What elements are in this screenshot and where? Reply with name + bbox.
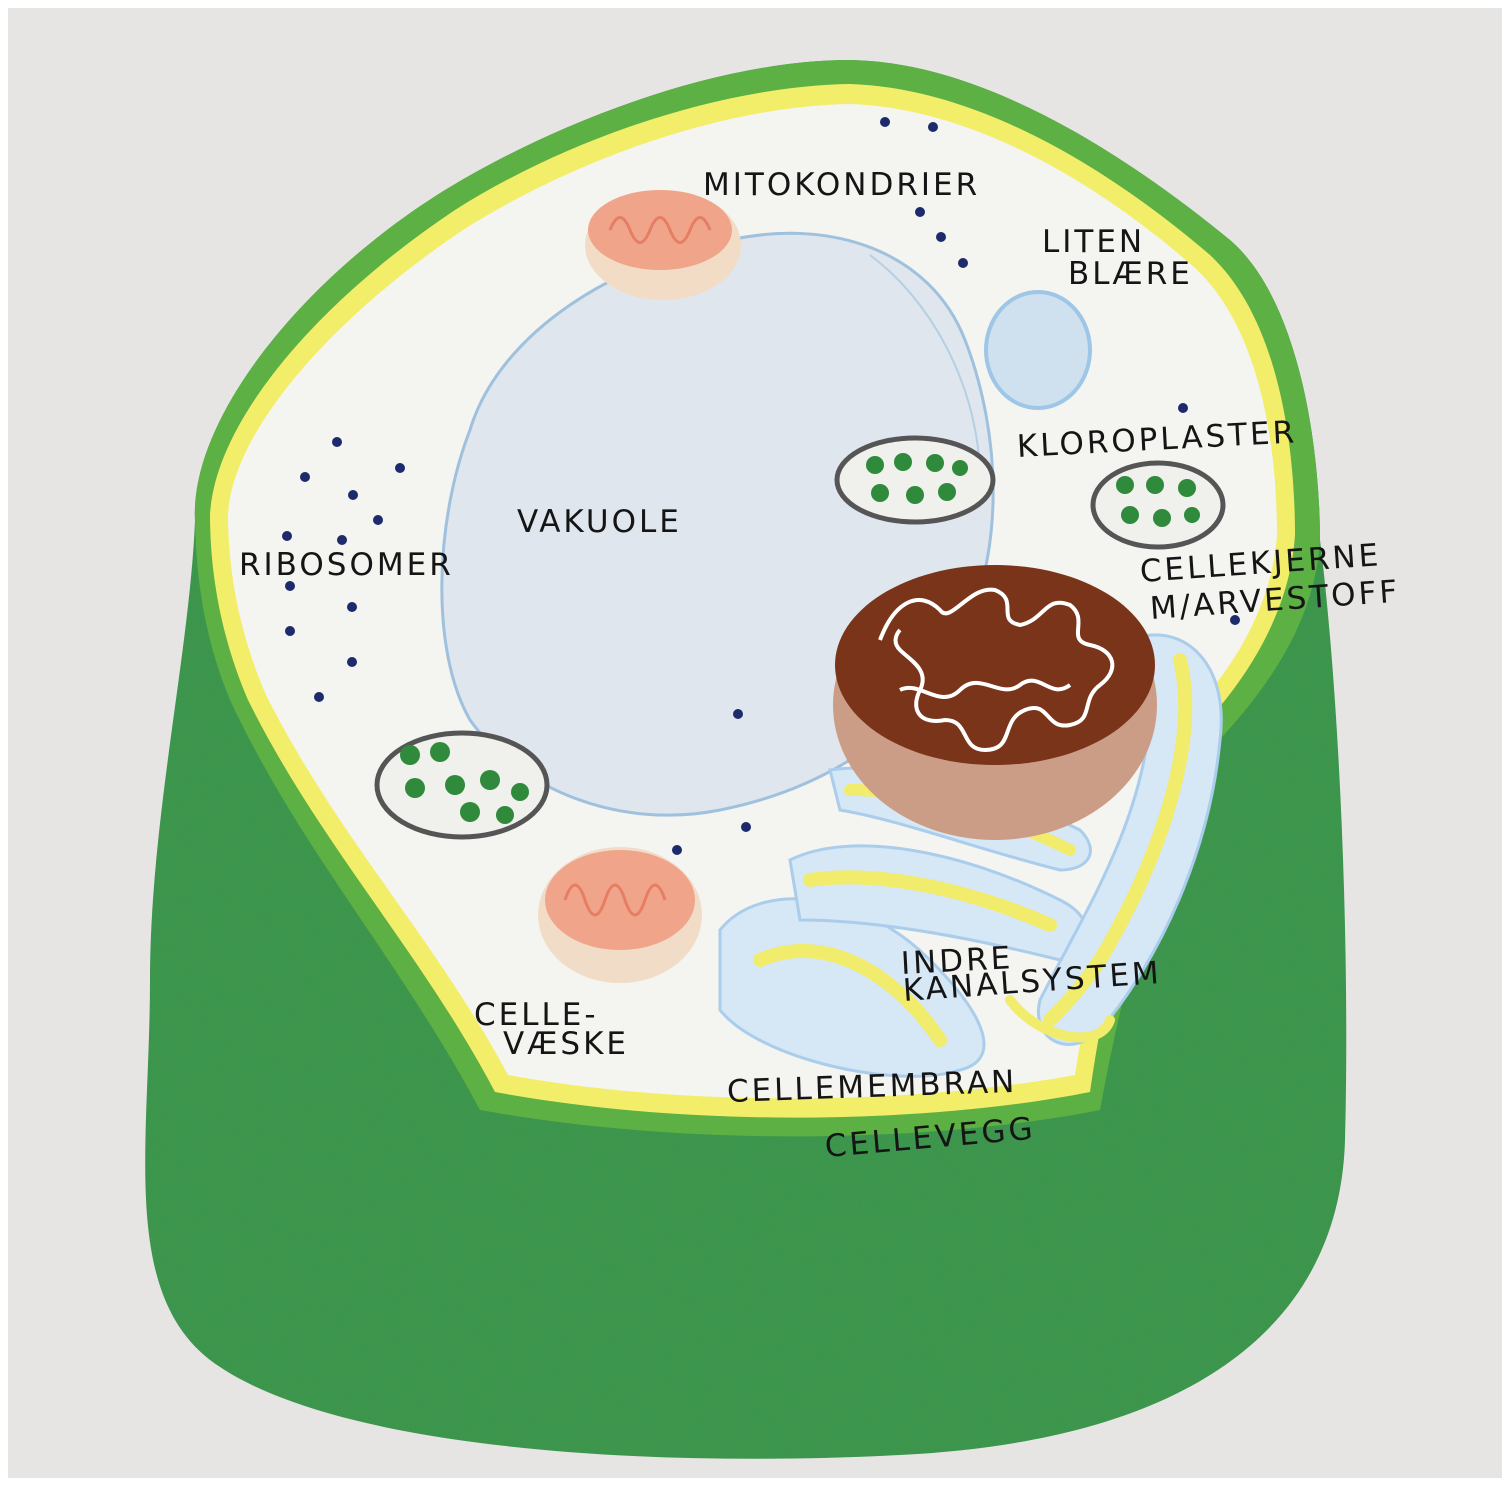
label-liten-blaere-line1: LITEN — [1042, 225, 1145, 259]
small-vesicle — [986, 292, 1090, 408]
label-vakuole: VAKUOLE — [517, 505, 682, 539]
chloroplast-3 — [377, 733, 547, 837]
label-cellevaeske-line2: VÆSKE — [503, 1027, 629, 1061]
chloroplast-1 — [837, 438, 993, 522]
label-mitokondrier: MITOKONDRIER — [703, 168, 980, 202]
mitochondrion-bottom — [545, 850, 695, 950]
nucleus — [835, 565, 1155, 765]
label-liten-blaere-line2: BLÆRE — [1068, 257, 1193, 291]
label-ribosomer: RIBOSOMER — [239, 548, 454, 582]
chloroplast-2 — [1093, 463, 1223, 547]
